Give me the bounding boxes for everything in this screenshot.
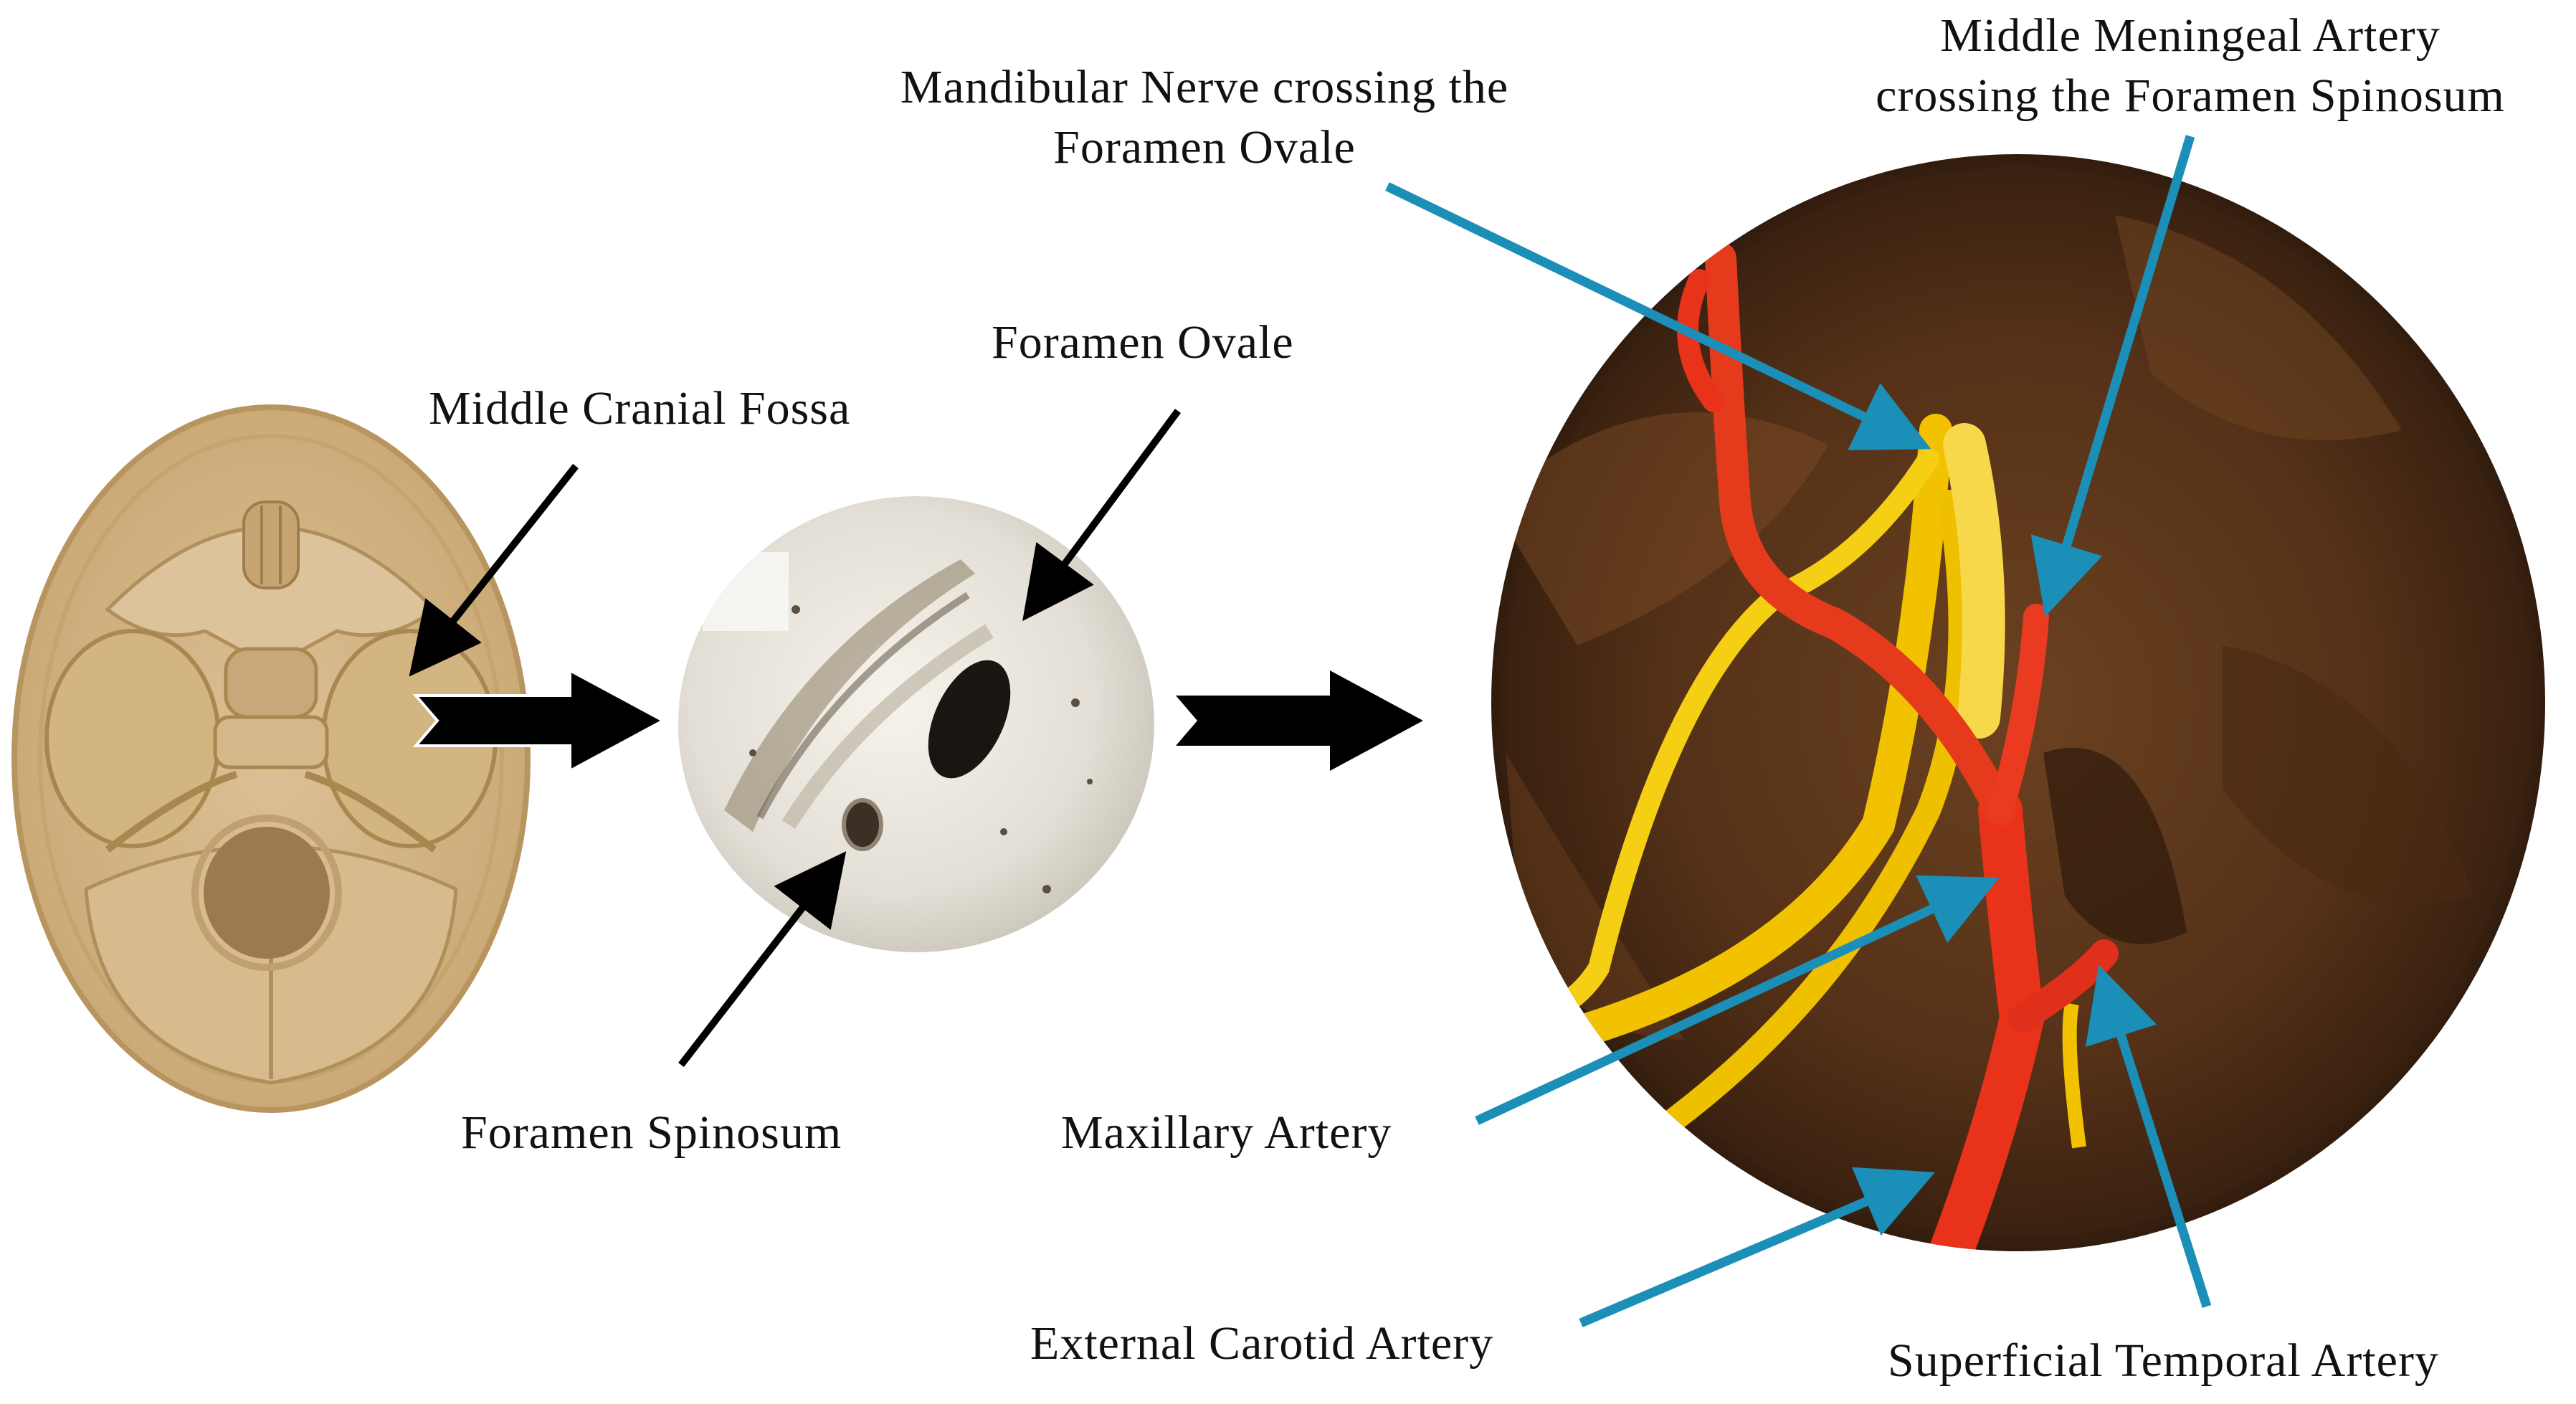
label-foramen-ovale: Foramen Ovale (992, 316, 1294, 369)
label-external-carotid-artery: External Carotid Artery (1030, 1317, 1494, 1370)
label-middle-meningeal-artery: Middle Meningeal Artery crossing the For… (1876, 6, 2505, 126)
label-middle-meningeal-line1: Middle Meningeal Artery (1940, 9, 2440, 62)
label-middle-meningeal-line2: crossing the Foramen Spinosum (1876, 70, 2505, 122)
label-mandibular-nerve: Mandibular Nerve crossing the Foramen Ov… (900, 57, 1508, 178)
foramina-bone-closeup (678, 496, 1154, 952)
arrow-maxillary-artery (1475, 875, 2000, 1125)
label-middle-cranial-fossa: Middle Cranial Fossa (429, 382, 851, 435)
foramen-spinosum-hole (842, 798, 883, 851)
label-foramen-spinosum: Foramen Spinosum (461, 1106, 842, 1159)
arrow-external-carotid-artery (1579, 1167, 1935, 1327)
middle-meningeal-artery-vessel (1987, 604, 2049, 823)
arrow-foramen-ovale (1022, 409, 1182, 622)
label-superficial-temporal-artery: Superficial Temporal Artery (1888, 1334, 2439, 1387)
black-chevron-arrow-2 (1176, 670, 1423, 771)
foramen-ovale-hole (928, 660, 1011, 779)
maxillary-artery-vessel (1705, 242, 2016, 826)
superficial-temporal-artery-vessel (2007, 939, 2119, 1033)
arrow-superficial-temporal-artery (2085, 964, 2212, 1308)
label-mandibular-nerve-line1: Mandibular Nerve crossing the (900, 61, 1509, 113)
label-maxillary-artery: Maxillary Artery (1061, 1106, 1392, 1159)
label-mandibular-nerve-line2: Foramen Ovale (1053, 121, 1356, 174)
arrow-middle-cranial-fossa (409, 463, 579, 677)
skull-base-illustration (11, 404, 531, 1113)
arrow-foramen-spinosum (678, 851, 847, 1068)
black-chevron-arrow-1 (412, 668, 667, 774)
arrow-mandibular-nerve (1385, 182, 1931, 450)
dissection-closeup (1491, 154, 2545, 1251)
arrow-middle-meningeal-artery (2030, 135, 2195, 617)
